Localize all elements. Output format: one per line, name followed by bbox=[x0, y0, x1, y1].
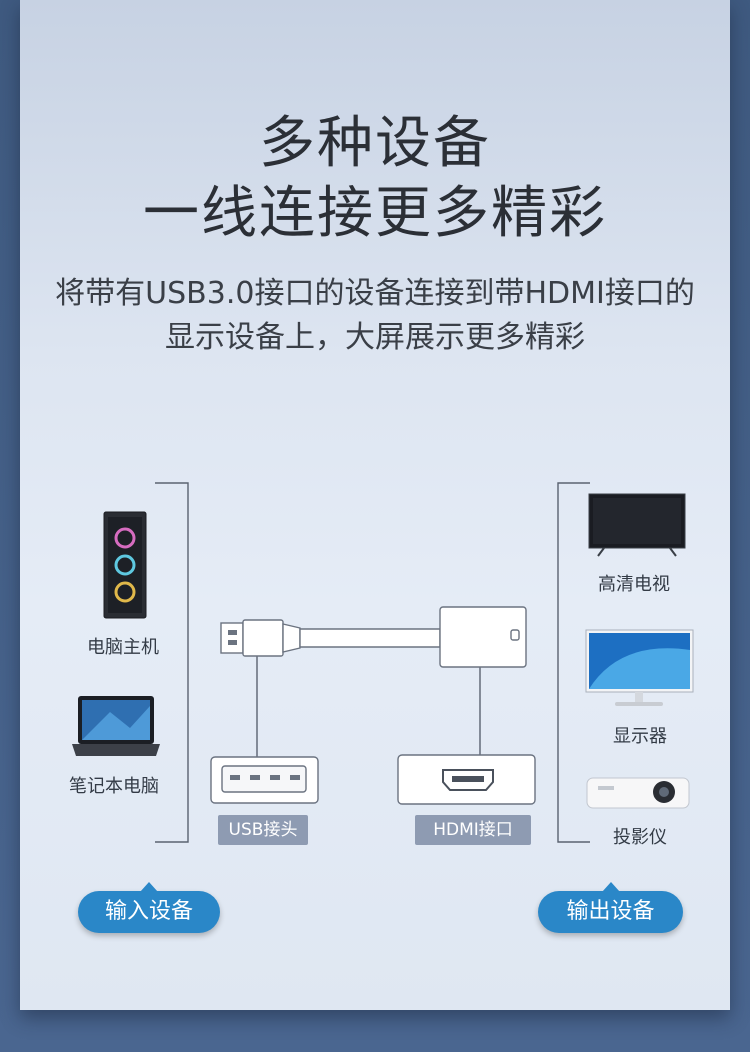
desktop-tower-icon bbox=[103, 511, 147, 619]
tv-icon bbox=[588, 493, 686, 557]
usb-port-icon bbox=[210, 756, 319, 804]
hdmi-port-label: HDMI接口 bbox=[415, 815, 531, 845]
input-device-label-desktop: 电脑主机 bbox=[87, 637, 159, 658]
headline-line-1: 多种设备 bbox=[259, 111, 491, 176]
input-device-label-laptop: 笔记本电脑 bbox=[69, 776, 159, 797]
output-device-label-projector: 投影仪 bbox=[613, 827, 667, 848]
hdmi-port-icon bbox=[397, 754, 536, 805]
output-device-label-tv: 高清电视 bbox=[598, 574, 670, 595]
laptop-icon bbox=[72, 696, 160, 756]
subtitle-line-1: 将带有USB3.0接口的设备连接到带HDMI接口的 bbox=[55, 276, 695, 311]
input-devices-badge: 输入设备 bbox=[78, 882, 220, 933]
usb-port-label: USB接头 bbox=[218, 815, 308, 845]
hdmi-adapter-icon bbox=[439, 606, 527, 668]
projector-icon bbox=[586, 777, 690, 809]
output-devices-badge: 输出设备 bbox=[538, 882, 683, 933]
output-device-label-monitor: 显示器 bbox=[613, 726, 667, 747]
monitor-icon bbox=[585, 629, 694, 706]
subtitle-line-2: 显示设备上，大屏展示更多精彩 bbox=[165, 320, 585, 355]
headline-line-2: 一线连接更多精彩 bbox=[143, 181, 607, 246]
usb-cable-icon bbox=[220, 619, 441, 657]
